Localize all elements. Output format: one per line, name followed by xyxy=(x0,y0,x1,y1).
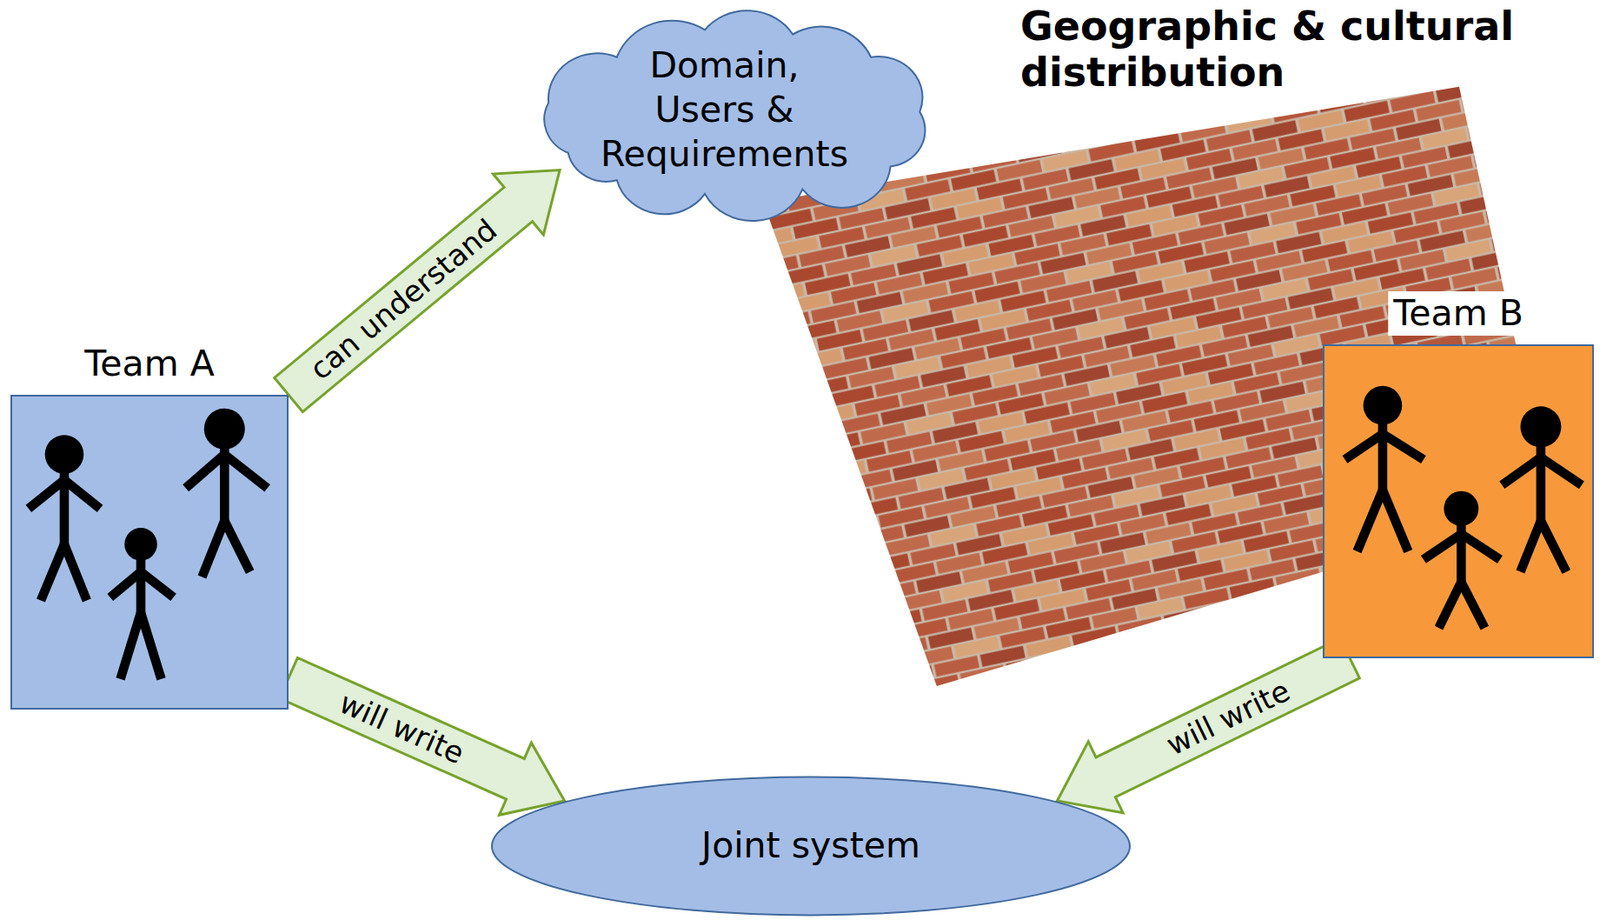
arrow-label: can understand xyxy=(300,210,506,389)
cloud-outline xyxy=(544,10,925,221)
node-text: Domain, Users & Requirements xyxy=(597,43,852,178)
team-box: Team B xyxy=(1322,344,1594,658)
block-arrow xyxy=(279,657,565,815)
wall-caption: Geographic & cultural distribution xyxy=(1020,3,1542,96)
team-box: Team A xyxy=(10,394,289,710)
ellipse-outline xyxy=(491,776,1130,916)
node-text: Joint system xyxy=(701,823,921,868)
team-label: Team A xyxy=(79,341,220,386)
team-label: Team B xyxy=(1387,291,1529,336)
block-arrow xyxy=(1056,637,1360,813)
requirements-cloud: Domain, Users & Requirements xyxy=(499,5,950,215)
system-ellipse: Joint system xyxy=(489,775,1133,917)
block-arrow xyxy=(274,169,560,412)
